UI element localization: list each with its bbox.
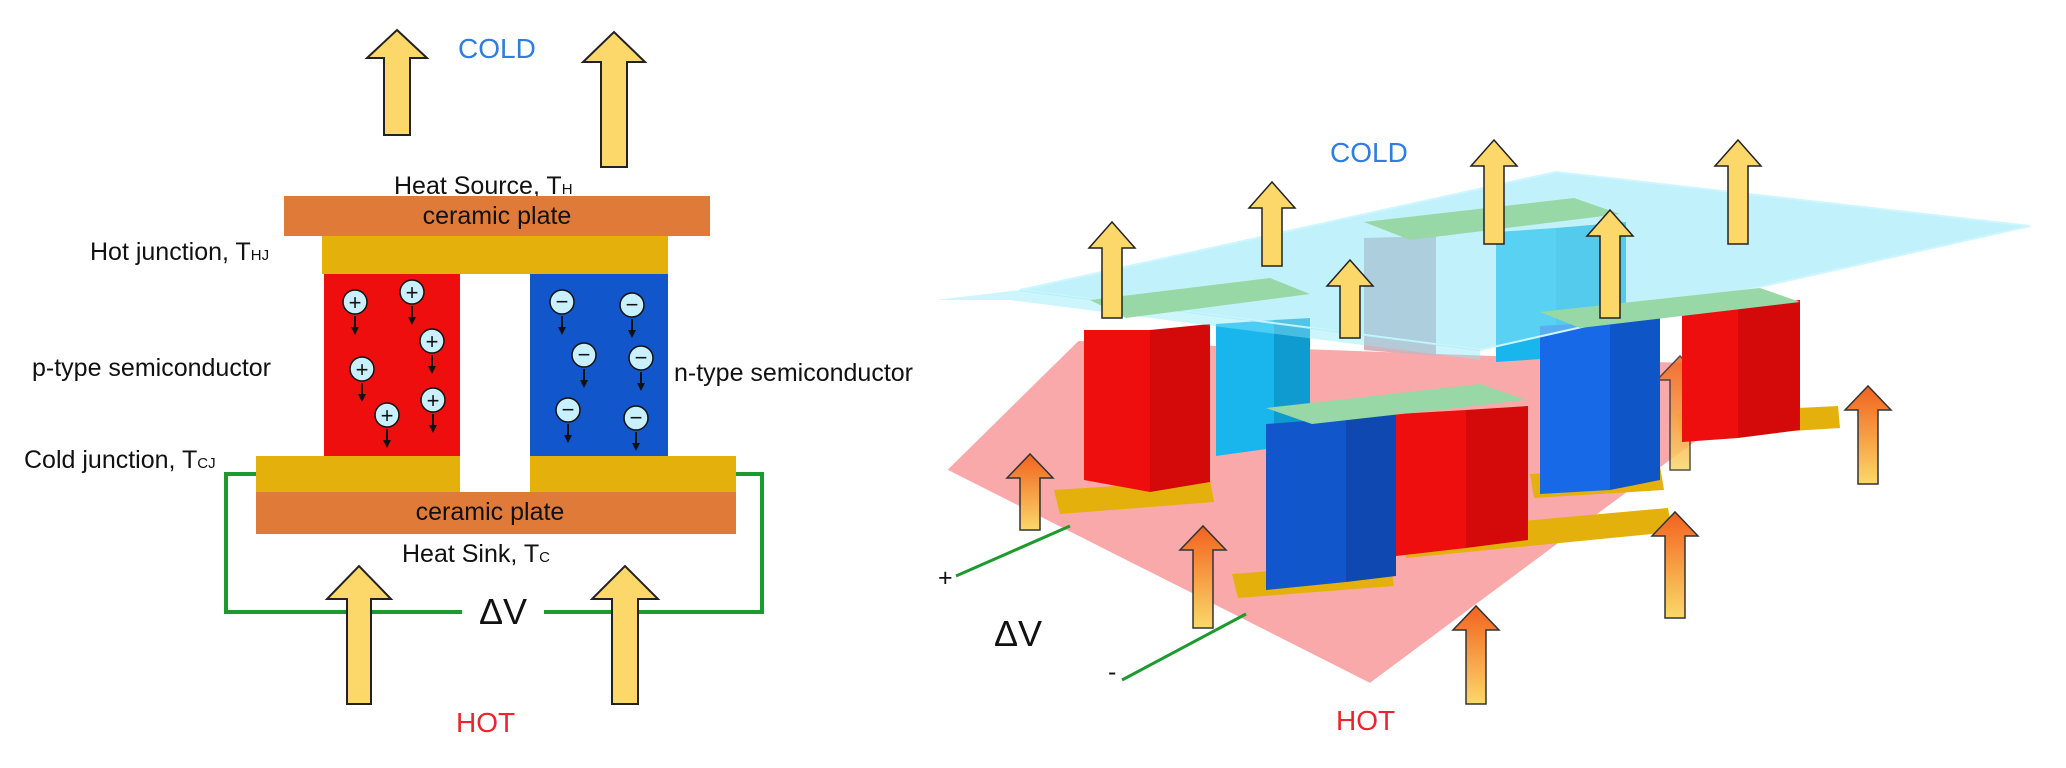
heat-flow-arrow	[1843, 384, 1893, 485]
delta-v-label: ΔV	[479, 591, 527, 632]
p-type-leg	[1084, 330, 1150, 492]
cold-plate-front-edge	[936, 290, 1480, 360]
electron: −	[549, 289, 575, 335]
heat-flow-arrow	[1087, 220, 1137, 319]
cold-junction-strip-left	[256, 456, 460, 492]
svg-text:−: −	[635, 345, 648, 370]
hot-junction-label: Hot junction, THJ	[90, 238, 269, 266]
electron: −	[555, 397, 581, 443]
hot-side-arrows	[1005, 354, 1893, 705]
delta-v-label: ΔV	[994, 613, 1042, 654]
positive-lead	[955, 524, 1071, 578]
hole: +	[420, 387, 446, 433]
n-type-label: n-type semiconductor	[674, 359, 913, 387]
heat-flow-arrow	[1469, 138, 1519, 245]
svg-text:+: +	[406, 280, 419, 305]
bridge	[1090, 278, 1310, 318]
svg-text:+: +	[381, 403, 394, 428]
negative-terminal-label: -	[1108, 658, 1116, 686]
cold-plate	[1019, 170, 2031, 352]
heat-source-label: Heat Source, TH	[394, 172, 573, 200]
electron: −	[619, 292, 645, 338]
n-type-leg-side	[1346, 414, 1396, 582]
heat-flow-arrow	[1451, 604, 1501, 705]
electron: −	[571, 342, 597, 388]
heat-flow-arrow-bottom-left	[324, 564, 394, 705]
cold-label: COLD	[458, 33, 536, 64]
hole: +	[419, 328, 445, 374]
p-type-leg	[1682, 306, 1738, 442]
right-panel: COLD + - ΔV HOT	[936, 137, 2031, 736]
top-ceramic-plate	[284, 196, 710, 236]
electron: −	[623, 405, 649, 451]
n-type-leg-side	[1610, 318, 1660, 490]
hole: +	[349, 356, 375, 402]
hole: +	[374, 402, 400, 448]
cold-junction-label: Cold junction, TCJ	[24, 446, 216, 474]
circuit-wire	[224, 472, 764, 614]
heat-flow-arrow-top-right	[580, 30, 648, 168]
module-right-front	[1540, 318, 1660, 494]
n-type-leg	[1266, 418, 1346, 590]
p-type-leg-side	[1150, 324, 1210, 492]
module-front	[1266, 406, 1528, 590]
heat-flow-arrow-top-left	[364, 28, 430, 136]
heat-flow-arrow	[1005, 452, 1055, 531]
p-type-leg	[1396, 410, 1466, 556]
svg-text:−: −	[578, 342, 591, 367]
p-type-leg-side	[1466, 406, 1528, 548]
svg-text:+: +	[349, 290, 362, 315]
heat-flow-arrow	[1247, 180, 1297, 267]
hot-label: HOT	[1336, 705, 1395, 736]
heat-flow-arrow	[1325, 258, 1375, 339]
negative-lead	[1121, 612, 1247, 682]
svg-text:−: −	[556, 289, 569, 314]
svg-text:+: +	[427, 388, 440, 413]
svg-text:+: +	[356, 357, 369, 382]
svg-text:−: −	[630, 405, 643, 430]
electron-carriers: − − − − − −	[549, 289, 654, 451]
p-type-label: p-type semiconductor	[32, 354, 271, 382]
p-type-leg-side	[1738, 300, 1800, 438]
junction-pad	[1054, 480, 1214, 514]
heat-sink-label: Heat Sink, TC	[402, 540, 550, 568]
svg-text:−: −	[626, 292, 639, 317]
hole: +	[342, 289, 368, 335]
module-back-right	[1682, 300, 1800, 442]
heat-flow-arrow-bottom-right	[589, 564, 661, 705]
svg-text:−: −	[562, 397, 575, 422]
bridge	[1266, 384, 1526, 424]
bottom-ceramic-plate-label: ceramic plate	[416, 498, 565, 526]
heat-flow-arrow	[1650, 510, 1700, 619]
cold-side-arrows	[1087, 138, 1763, 339]
cold-label: COLD	[1330, 137, 1408, 168]
hot-junction-strip	[322, 236, 668, 274]
hot-label: HOT	[456, 707, 515, 738]
heat-flow-arrow	[1585, 208, 1635, 319]
bottom-ceramic-plate	[256, 492, 736, 534]
positive-terminal-label: +	[938, 564, 953, 592]
svg-text:+: +	[426, 329, 439, 354]
top-ceramic-plate-label: ceramic plate	[423, 202, 572, 230]
cold-junction-strip-right	[530, 456, 736, 492]
heat-flow-arrow	[1178, 524, 1228, 629]
electron: −	[628, 345, 654, 391]
heat-flow-arrow	[1713, 138, 1763, 245]
hole-carriers: + + + + + +	[342, 279, 446, 448]
n-type-leg	[1216, 320, 1274, 456]
n-type-leg	[1540, 322, 1610, 494]
hole: +	[399, 279, 425, 325]
left-panel: COLD Heat Source, TH ceramic plate Hot j…	[24, 28, 913, 738]
